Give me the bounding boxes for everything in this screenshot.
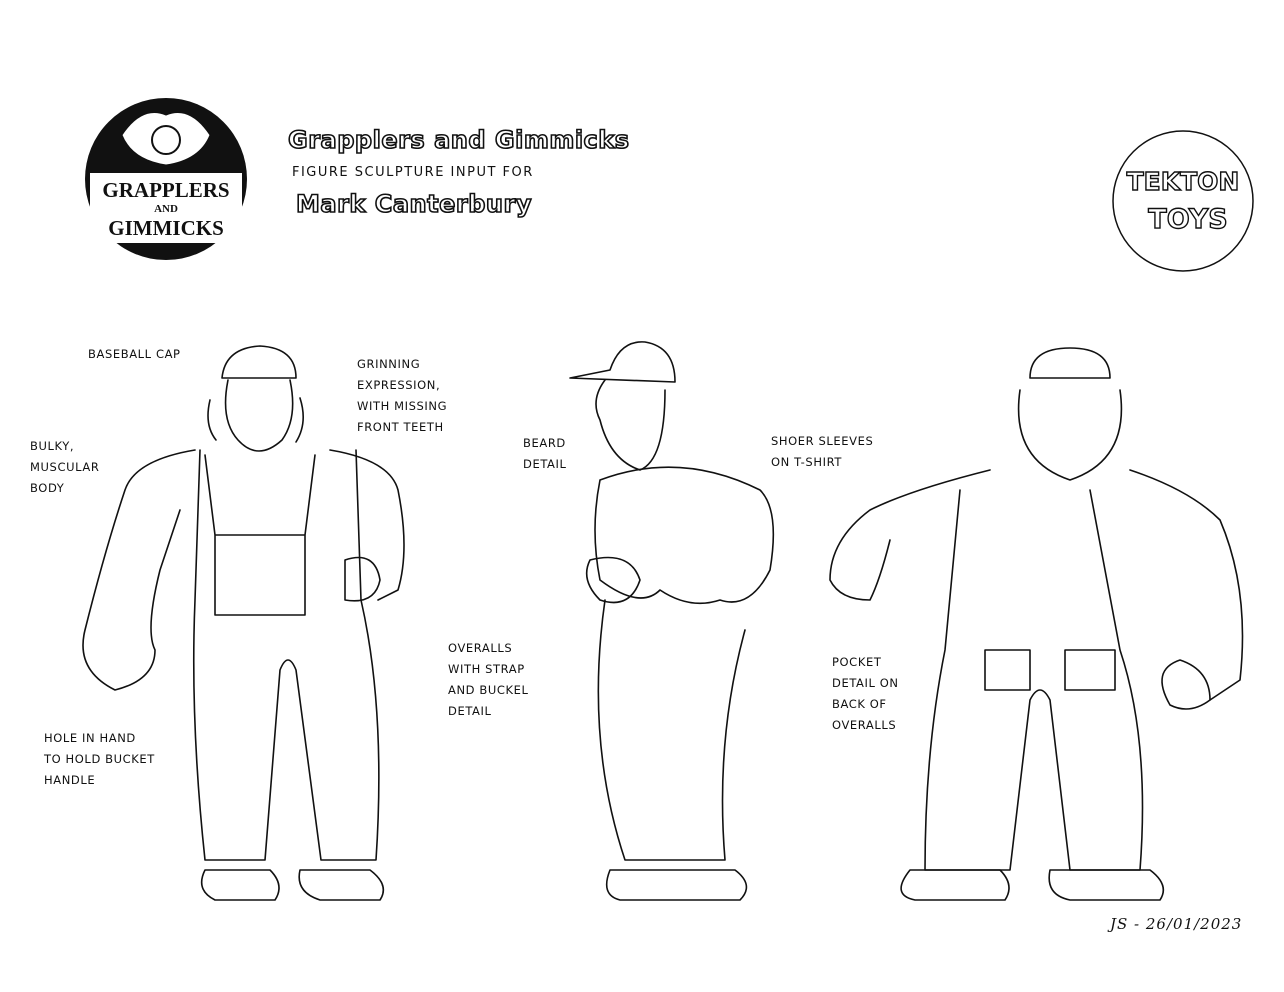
- annotation-grinning-expression: GRINNING EXPRESSION, WITH MISSING FRONT …: [357, 357, 448, 434]
- annotation-pocket-detail: POCKET DETAIL ON BACK OF OVERALLS: [832, 655, 899, 732]
- annotation-hole-in-hand: HOLE IN HAND TO HOLD BUCKET HANDLE: [44, 731, 155, 787]
- logo-line3: GIMMICKS: [108, 216, 224, 240]
- grapplers-and-gimmicks-logo: GRAPPLERS AND GIMMICKS: [85, 98, 247, 260]
- logo-toys: TOYS: [1148, 204, 1227, 235]
- side-view-figure: [569, 341, 775, 901]
- annotation-overalls: OVERALLS WITH STRAP AND BUCKEL DETAIL: [448, 641, 529, 718]
- logo-line2: AND: [154, 203, 178, 215]
- annotation-bulky-body: BULKY, MUSCULAR BODY: [30, 439, 100, 495]
- signature-date: JS - 26/01/2023: [1110, 915, 1243, 933]
- tekton-toys-logo: TEKTON TOYS: [1112, 130, 1254, 272]
- page-subtitle: FIGURE SCULPTURE INPUT FOR: [292, 165, 534, 180]
- annotation-beard-detail: BEARD DETAIL: [523, 436, 567, 471]
- front-view-figure: [82, 345, 405, 901]
- figure-name: Mark Canterbury: [295, 189, 532, 219]
- back-view-figure: [829, 347, 1244, 901]
- logo-tekton: TEKTON: [1127, 167, 1240, 196]
- annotation-baseball-cap: BASEBALL CAP: [88, 347, 181, 361]
- logo-line1: GRAPPLERS: [102, 178, 229, 202]
- page-title: Grapplers and Gimmicks: [287, 125, 630, 155]
- annotation-sleeves: SHOER SLEEVES ON T-SHIRT: [771, 434, 874, 469]
